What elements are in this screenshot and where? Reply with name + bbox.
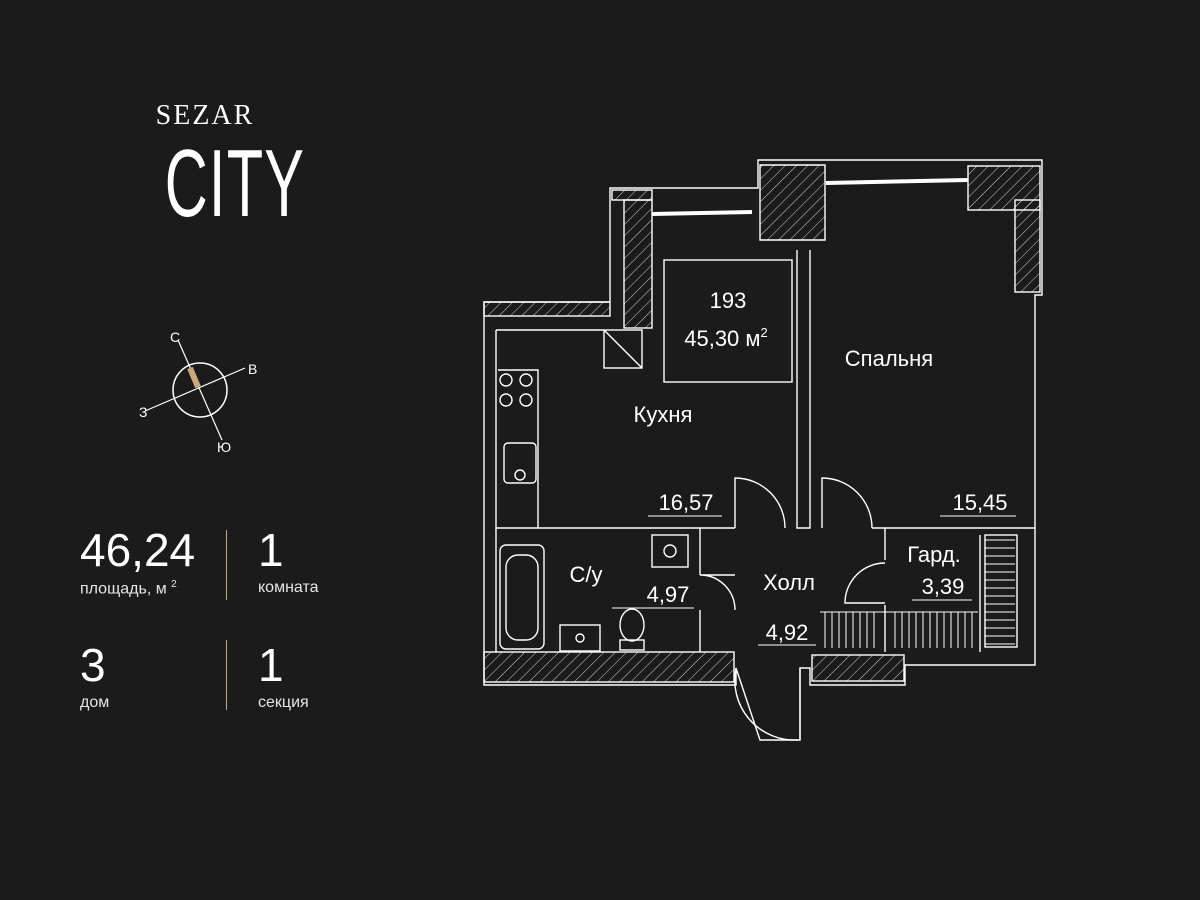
area-value: 46,24 — [80, 524, 196, 576]
rooms-value: 1 — [258, 524, 284, 576]
brand-city: CITY — [164, 130, 306, 237]
compass-south: Ю — [217, 439, 231, 455]
kitchen-area: 16,57 — [658, 490, 713, 515]
floor-plan: 193 45,30 м2 Кухня 16,57 Спальня 15,45 С… — [483, 159, 1043, 741]
area-caption: площадь, м 2 — [80, 579, 177, 598]
compass-icon: С В Ю З — [139, 329, 257, 455]
compass-east: В — [248, 361, 257, 377]
stat-divider — [226, 640, 227, 710]
section-caption: секция — [258, 694, 309, 711]
stat-building: 3 дом — [80, 640, 109, 712]
section-value: 1 — [258, 639, 284, 691]
stat-section: 1 секция — [258, 640, 309, 712]
brand-name: SEZAR — [155, 100, 255, 131]
bathroom-area: 4,97 — [647, 582, 690, 607]
bathroom-name: С/у — [570, 562, 603, 587]
stat-area: 46,24 площадь, м 2 — [80, 525, 195, 598]
wardrobe-name: Гард. — [907, 542, 961, 567]
building-value: 3 — [80, 639, 106, 691]
stat-rooms: 1 комната — [258, 525, 319, 597]
rooms-caption: комната — [258, 579, 319, 596]
kitchen-name: Кухня — [634, 402, 693, 427]
apartment-total-area: 45,30 м2 — [684, 325, 768, 351]
apartment-number: 193 — [710, 288, 747, 313]
hall-name: Холл — [763, 570, 815, 595]
bedroom-area: 15,45 — [952, 490, 1007, 515]
compass-west: З — [139, 404, 147, 420]
brand-logo: SEZAR CITY — [140, 100, 306, 237]
bedroom-name: Спальня — [845, 346, 933, 371]
compass-north: С — [170, 329, 180, 345]
stat-divider — [226, 530, 227, 600]
hall-area: 4,92 — [766, 620, 809, 645]
wardrobe-area: 3,39 — [922, 574, 965, 599]
building-caption: дом — [80, 694, 110, 711]
